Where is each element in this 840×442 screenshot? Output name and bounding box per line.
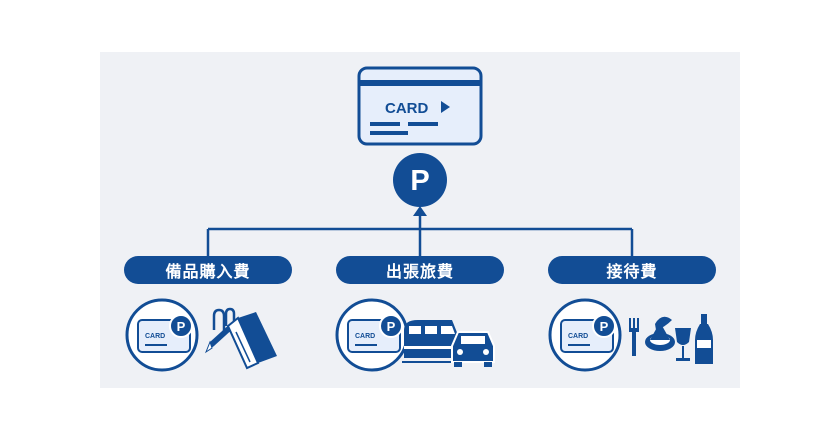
card-number-dots <box>370 122 438 135</box>
category-label-entertainment: 接待費 <box>606 262 658 281</box>
category-entertainment-illustration: CARD P <box>548 298 713 372</box>
connector-lines <box>206 214 634 257</box>
fork-icon <box>629 318 639 356</box>
top-card: CARD <box>357 66 483 146</box>
category-1-card-label: CARD <box>145 333 165 340</box>
top-card-label: CARD <box>385 100 428 117</box>
category-1-badge-letter: P <box>177 319 186 334</box>
category-pill-equipment: 備品購入費 <box>124 256 292 284</box>
up-arrow-icon <box>413 206 427 216</box>
category-2-card-label: CARD <box>355 333 375 340</box>
top-p-badge: P <box>393 153 447 207</box>
category-2-badge-letter: P <box>387 319 396 334</box>
category-travel-illustration: CARD P <box>335 298 495 372</box>
category-3-badge-letter: P <box>600 319 609 334</box>
card-arrow-icon <box>441 101 450 113</box>
category-equipment-illustration: CARD P <box>125 298 277 372</box>
category-label-travel: 出張旅費 <box>385 262 454 281</box>
category-3-card-label: CARD <box>568 333 588 340</box>
wine-glass-icon <box>675 328 691 361</box>
top-badge-letter: P <box>410 165 429 197</box>
dish-icon <box>645 316 675 351</box>
category-pill-travel: 出張旅費 <box>336 256 504 284</box>
paperclip-icon <box>212 307 236 332</box>
category-label-equipment: 備品購入費 <box>165 262 251 281</box>
notebook-icon <box>226 312 277 370</box>
wine-bottle-icon <box>695 314 713 364</box>
car-icon <box>451 331 495 367</box>
category-pill-entertainment: 接待費 <box>548 256 716 284</box>
train-icon <box>402 320 462 363</box>
